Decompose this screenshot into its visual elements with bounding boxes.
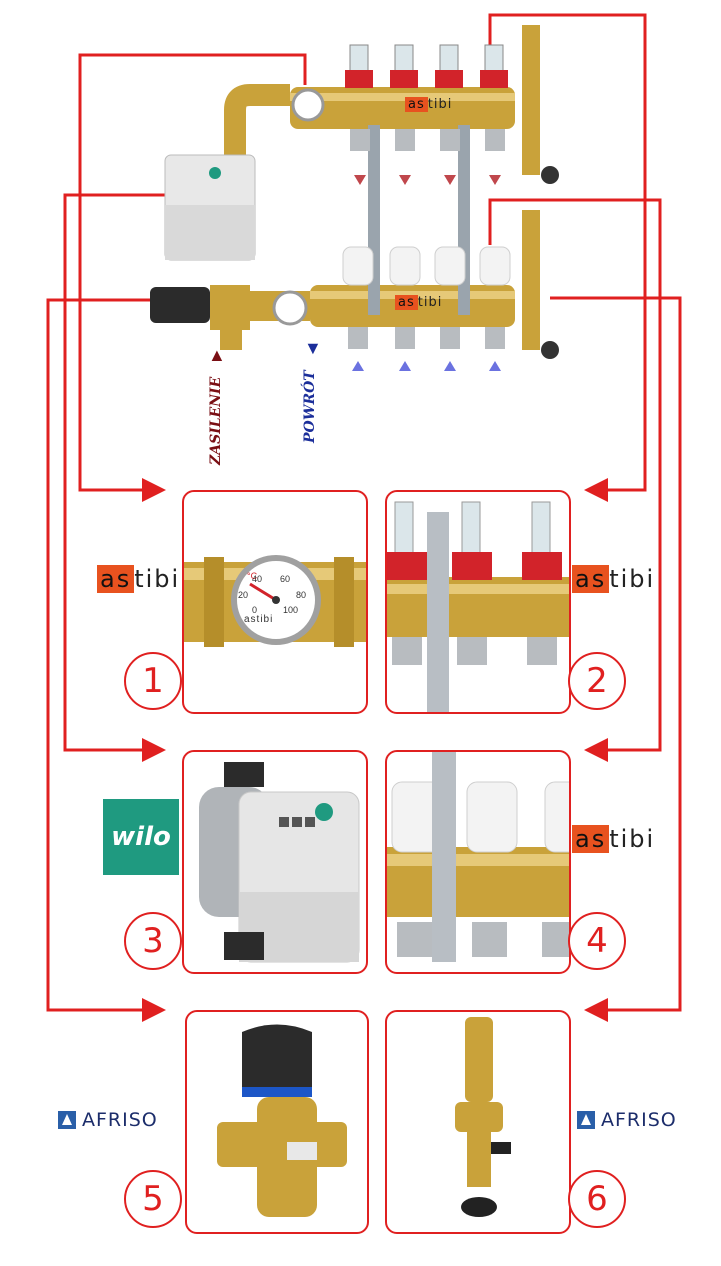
flowmeters	[345, 44, 508, 88]
panel-circulation-pump	[182, 750, 368, 974]
brand-afriso-5: AFRISO	[58, 1109, 158, 1131]
badge-5: 5	[124, 1170, 182, 1228]
connector-line-6	[550, 296, 682, 1022]
badge-3: 3	[124, 912, 182, 970]
badge-6: 6	[568, 1170, 626, 1228]
panel-thermometer-valve	[182, 490, 368, 714]
thermostatic-head-manifold-icon	[387, 752, 569, 962]
return-label: POWRÓT	[302, 370, 318, 443]
supply-elbow-pipe	[224, 84, 290, 155]
brand-afriso-6: AFRISO	[577, 1109, 677, 1131]
thermometer-tick-100: 100	[283, 605, 299, 615]
connector-line-5	[46, 298, 166, 1022]
connector-line-4	[488, 198, 662, 762]
manifold-illustration	[150, 25, 559, 371]
thermometer-tick-80: 80	[296, 590, 307, 600]
vent-column-bottom	[522, 210, 540, 350]
afriso-logo-icon	[58, 1111, 76, 1129]
panel-air-vent	[385, 1010, 571, 1234]
thermometer-valve-icon	[184, 555, 366, 647]
supply-arrow-icon: ▲	[208, 345, 226, 365]
connector-line-1	[78, 53, 307, 502]
brand-wilo: wilo	[103, 799, 179, 875]
panel-flowmeter-manifold	[385, 490, 571, 714]
thermometer-tick-20: 20	[238, 590, 249, 600]
connector-line-3	[63, 193, 175, 762]
top-thermometer	[291, 88, 325, 122]
badge-1: 1	[124, 652, 182, 710]
thermometer-tick-0: 0	[252, 605, 258, 615]
thermometer-unit: °C	[247, 571, 258, 581]
thermometer-brand: astibi	[244, 614, 274, 625]
badge-2: 2	[568, 652, 626, 710]
bracket-left	[368, 125, 380, 315]
afriso-logo-icon	[577, 1111, 595, 1129]
bottom-thermometer	[272, 290, 308, 326]
badge-4: 4	[568, 912, 626, 970]
thermometer-tick-40: 40	[252, 574, 263, 584]
air-vent-drain-valve-icon	[455, 1017, 511, 1217]
vent-column-top	[522, 25, 540, 175]
bracket-right	[458, 125, 470, 315]
circulation-pump-icon	[199, 762, 360, 963]
thermometer-tick-60: 60	[280, 574, 291, 584]
panel-mixing-valve	[185, 1010, 369, 1234]
panel-thermostatic-heads	[385, 750, 571, 974]
connector-line-2	[488, 13, 647, 502]
mixing-valve-actuator	[150, 287, 210, 323]
return-arrow-icon: ▼	[304, 338, 322, 358]
supply-label: ZASILENIE	[208, 376, 224, 465]
three-way-mixing-valve-icon	[217, 1024, 347, 1217]
flowmeter-manifold-icon	[387, 501, 569, 712]
